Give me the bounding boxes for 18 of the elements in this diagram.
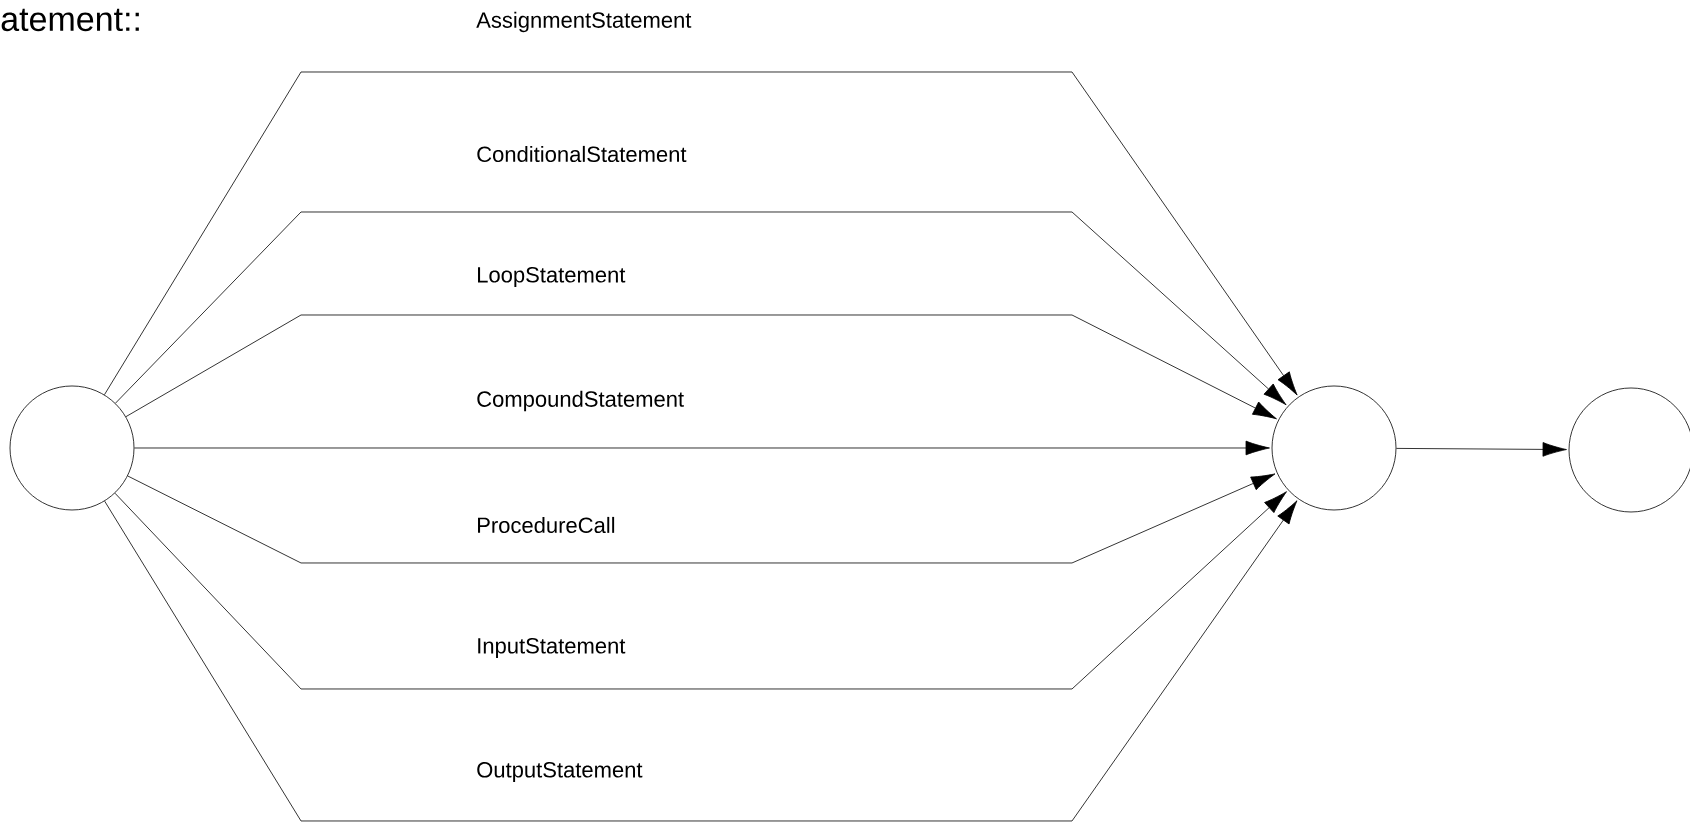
arrow xyxy=(115,211,1287,406)
edge-label: ConditionalStatement xyxy=(475,144,688,164)
arrow xyxy=(1396,442,1567,457)
edge-label: ProcedureCall xyxy=(475,515,617,535)
title: atement:: xyxy=(1,8,139,32)
circle-node xyxy=(1271,385,1397,511)
arrow xyxy=(104,71,1298,396)
arrow xyxy=(127,473,1276,564)
edge-label: InputStatement xyxy=(475,637,627,659)
edge-label: AssignmentStatement xyxy=(475,10,693,34)
arrow xyxy=(114,491,1287,690)
edge-label: CompoundStatement xyxy=(475,389,686,413)
arrow xyxy=(125,314,1277,420)
edge-label: OutputStatement xyxy=(475,761,644,783)
arrow xyxy=(134,440,1270,456)
arrow xyxy=(104,500,1298,822)
circle-node xyxy=(9,385,135,511)
edge-label: LoopStatement xyxy=(475,266,627,288)
